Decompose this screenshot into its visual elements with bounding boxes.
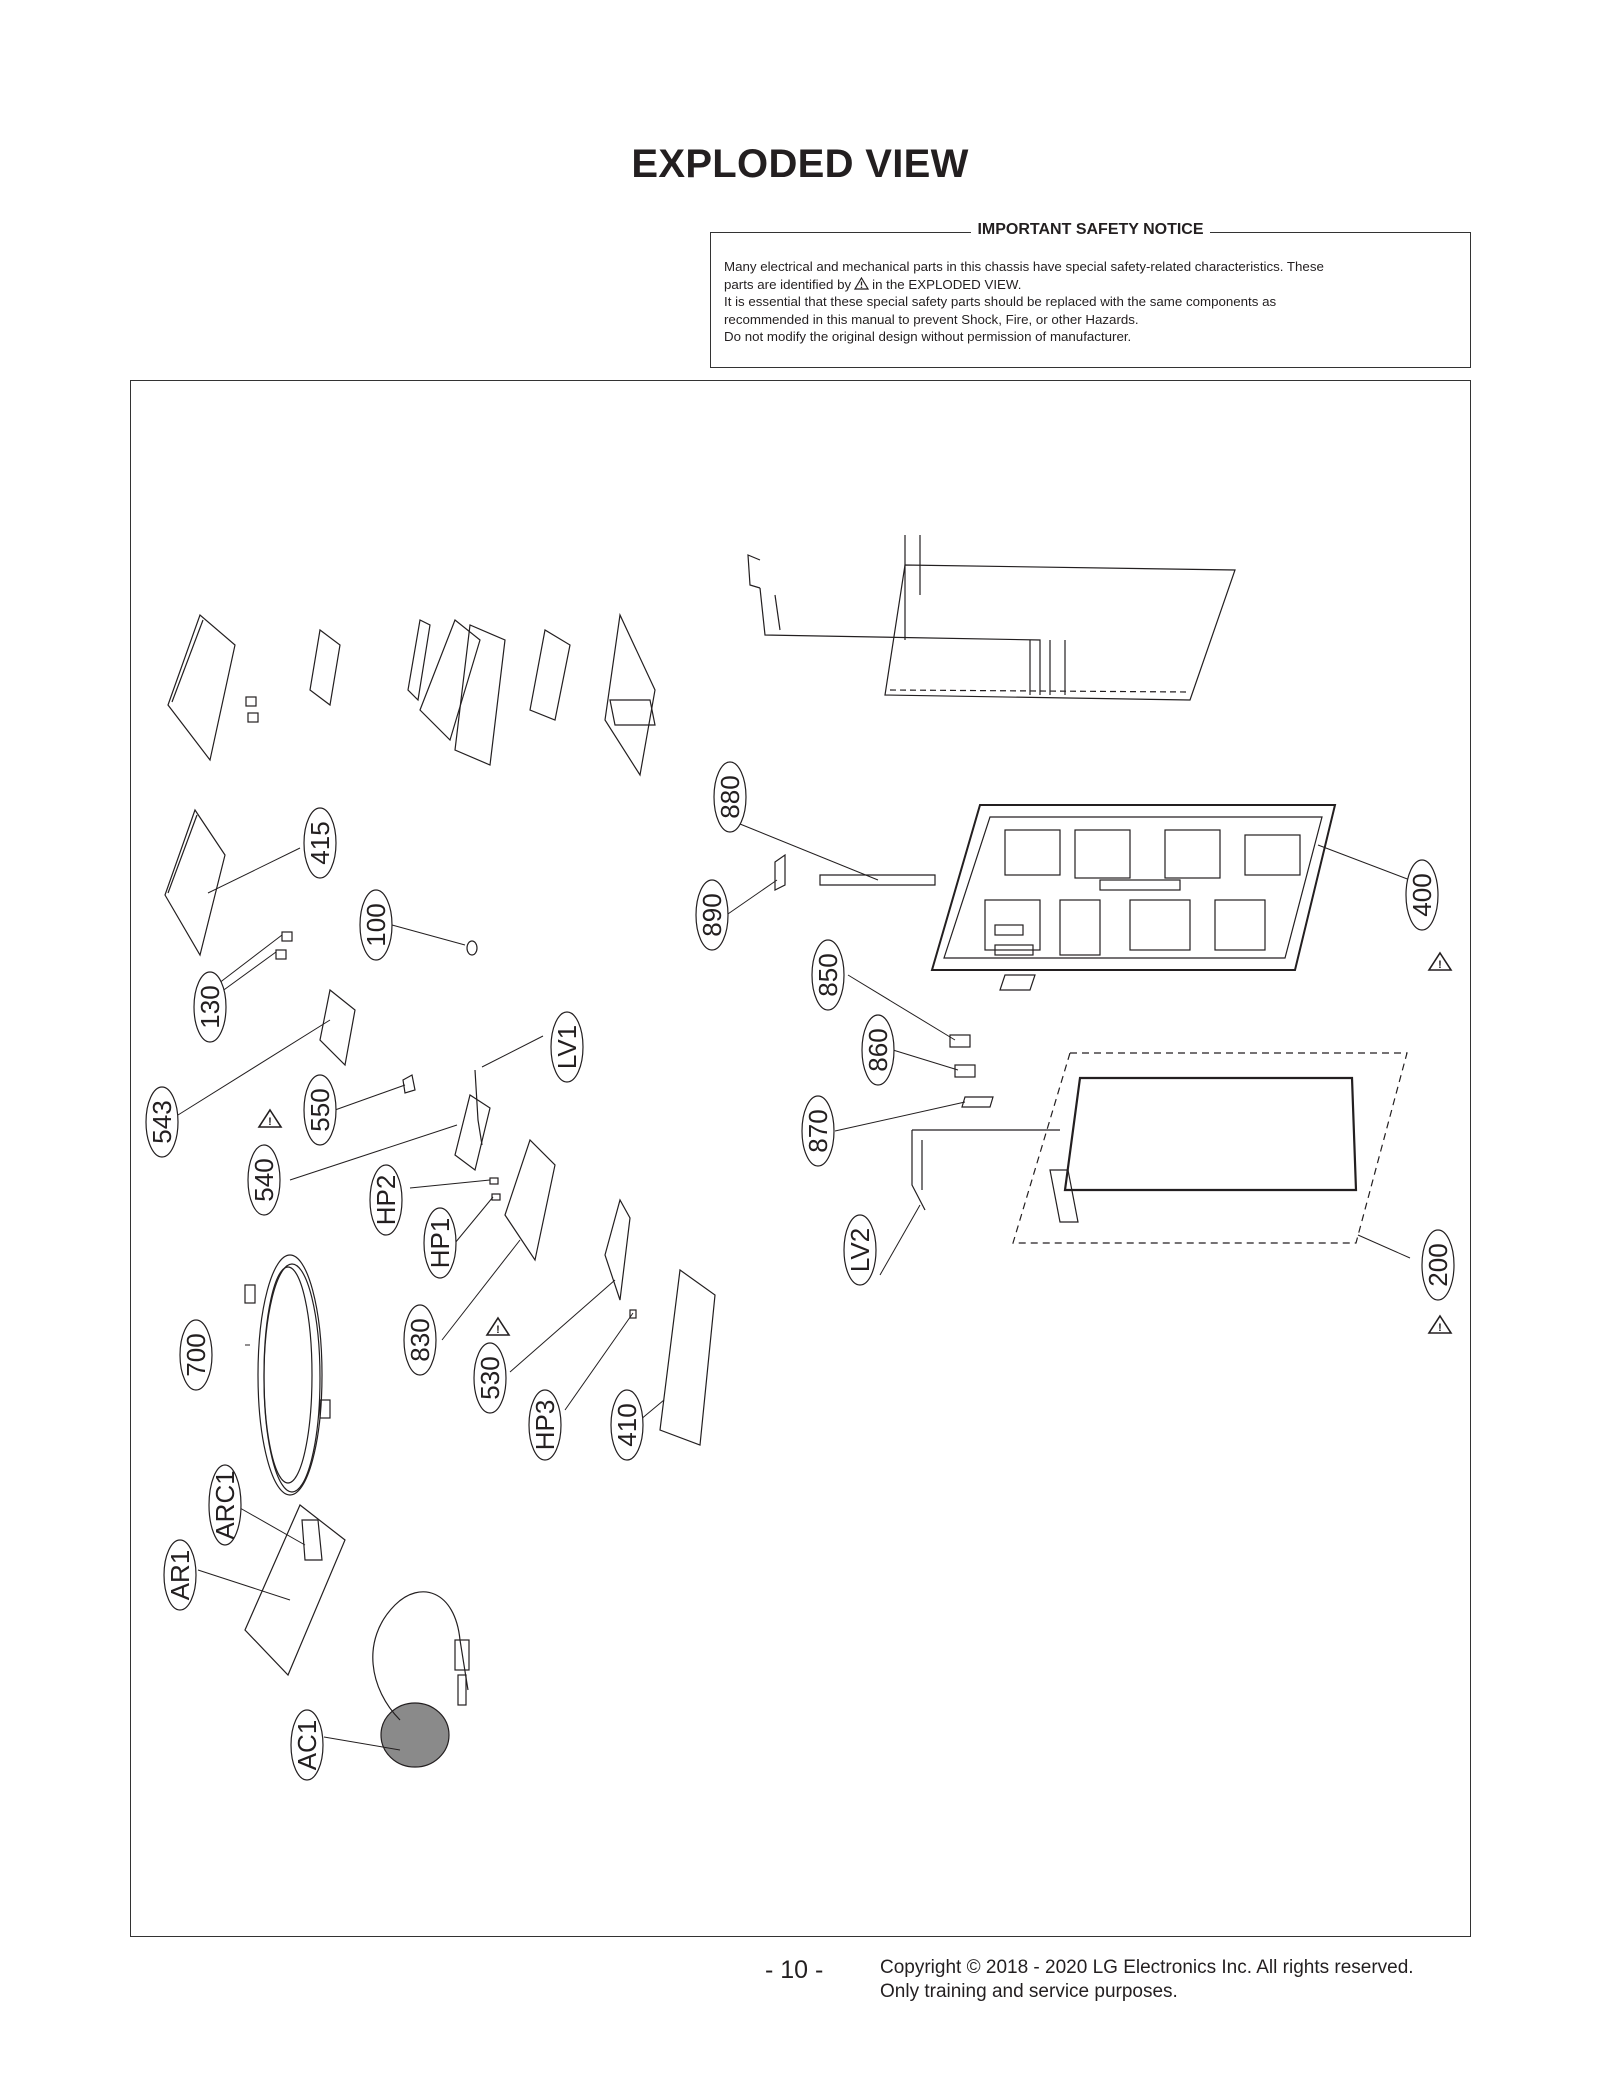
preview-power-board xyxy=(454,624,506,766)
clip-860 xyxy=(954,1064,976,1078)
preview-back-cover xyxy=(167,613,236,762)
remote-control-AR1 xyxy=(244,1504,346,1677)
part-label-HP3: HP3 xyxy=(530,1400,560,1451)
part-label-880: 880 xyxy=(715,775,745,818)
safety-notice-box: IMPORTANT SAFETY NOTICE Many electrical … xyxy=(710,221,1471,368)
part-label-400: 400 xyxy=(1407,873,1437,916)
notice-line: recommended in this manual to prevent Sh… xyxy=(724,311,1139,327)
preview-bracket xyxy=(309,628,341,707)
clip-850 xyxy=(949,1034,971,1048)
part-label-ovals xyxy=(145,761,1455,1781)
part-label-530: 530 xyxy=(475,1356,505,1399)
part-label-HP2: HP2 xyxy=(371,1175,401,1226)
preview-cover xyxy=(529,629,571,721)
part-label-415: 415 xyxy=(305,821,335,864)
part-label-890: 890 xyxy=(697,893,727,936)
warning-mark: ! xyxy=(1438,1322,1442,1334)
bracket-543 xyxy=(319,988,356,1067)
warning-mark: ! xyxy=(496,1324,500,1336)
part-HP1 xyxy=(491,1193,501,1201)
warning-triangle-icon xyxy=(854,276,870,290)
part-label-AC1: AC1 xyxy=(292,1720,322,1771)
notice-line: Do not modify the original design withou… xyxy=(724,329,1132,344)
copyright-line: Only training and service purposes. xyxy=(880,1981,1178,2002)
tape-870 xyxy=(961,1096,994,1108)
part-label-860: 860 xyxy=(863,1028,893,1071)
top-right-module xyxy=(747,535,1236,701)
preview-frame-module xyxy=(604,612,656,777)
part-label-870: 870 xyxy=(803,1109,833,1152)
page-title: EXPLODED VIEW xyxy=(631,142,969,186)
rail-880 xyxy=(819,874,936,886)
warning-mark: ! xyxy=(1438,959,1442,971)
page-number: - 10 - xyxy=(765,1956,824,1984)
part-130b xyxy=(275,949,287,960)
part-label-AR1: AR1 xyxy=(165,1550,195,1601)
led-bar-sheet xyxy=(884,564,1236,701)
frame-cutout xyxy=(1004,829,1061,876)
part-label-540: 540 xyxy=(249,1158,279,1201)
display-frame-400 xyxy=(930,804,1337,991)
part-label-410: 410 xyxy=(612,1403,642,1446)
cable-LV1 xyxy=(474,1069,483,1146)
notice-line: Many electrical and mechanical parts in … xyxy=(724,259,1324,274)
power-cable-700 xyxy=(244,1254,331,1496)
panel-200 xyxy=(911,1052,1408,1244)
part-HP3 xyxy=(629,1309,637,1319)
part-label-200: 200 xyxy=(1423,1243,1453,1286)
safety-notice-title: IMPORTANT SAFETY NOTICE xyxy=(971,221,1210,238)
part-HP2 xyxy=(489,1177,499,1185)
part-label-100: 100 xyxy=(361,903,391,946)
part-label-HP1: HP1 xyxy=(425,1218,455,1269)
notice-line: It is essential that these special safet… xyxy=(724,294,1277,309)
warning-triangle-icon-530 xyxy=(485,1316,511,1336)
main-board-540 xyxy=(454,1094,491,1172)
ir-receiver-AC1 xyxy=(372,1591,470,1768)
warning-mark: ! xyxy=(268,1116,272,1128)
part-label-830: 830 xyxy=(405,1318,435,1361)
part-130a xyxy=(281,931,293,942)
part-label-700: 700 xyxy=(181,1333,211,1376)
part-label-850: 850 xyxy=(813,953,843,996)
copyright-notice: Copyright © 2018 - 2020 LG Electronics I… xyxy=(880,1956,1414,2004)
part-550 xyxy=(402,1074,416,1094)
copyright-line: Copyright © 2018 - 2020 LG Electronics I… xyxy=(880,1957,1414,1978)
frame-module-410 xyxy=(659,1268,716,1446)
warning-triangles xyxy=(257,951,1453,1336)
part-100 xyxy=(466,940,478,956)
back-cover-415 xyxy=(164,808,226,957)
part-label-LV1: LV1 xyxy=(552,1025,582,1069)
part-label-543: 543 xyxy=(147,1100,177,1143)
part-label-ARC1: ARC1 xyxy=(210,1470,240,1539)
part-label-130: 130 xyxy=(195,985,225,1028)
leader-lines xyxy=(177,823,1411,1751)
power-board-830 xyxy=(504,1138,556,1262)
preview-main-board xyxy=(419,619,481,742)
warning-triangle-icon-400 xyxy=(1427,951,1453,971)
warning-triangle-icon-540 xyxy=(257,1108,283,1128)
safety-notice-text: Many electrical and mechanical parts in … xyxy=(724,258,1457,346)
cover-530 xyxy=(604,1198,631,1301)
part-label-550: 550 xyxy=(305,1088,335,1131)
preview-group xyxy=(167,612,656,777)
bracket-890 xyxy=(774,853,786,891)
part-label-LV2: LV2 xyxy=(845,1228,875,1272)
diagram-frame xyxy=(130,380,1471,1937)
warning-triangle-icon-200 xyxy=(1427,1314,1453,1334)
